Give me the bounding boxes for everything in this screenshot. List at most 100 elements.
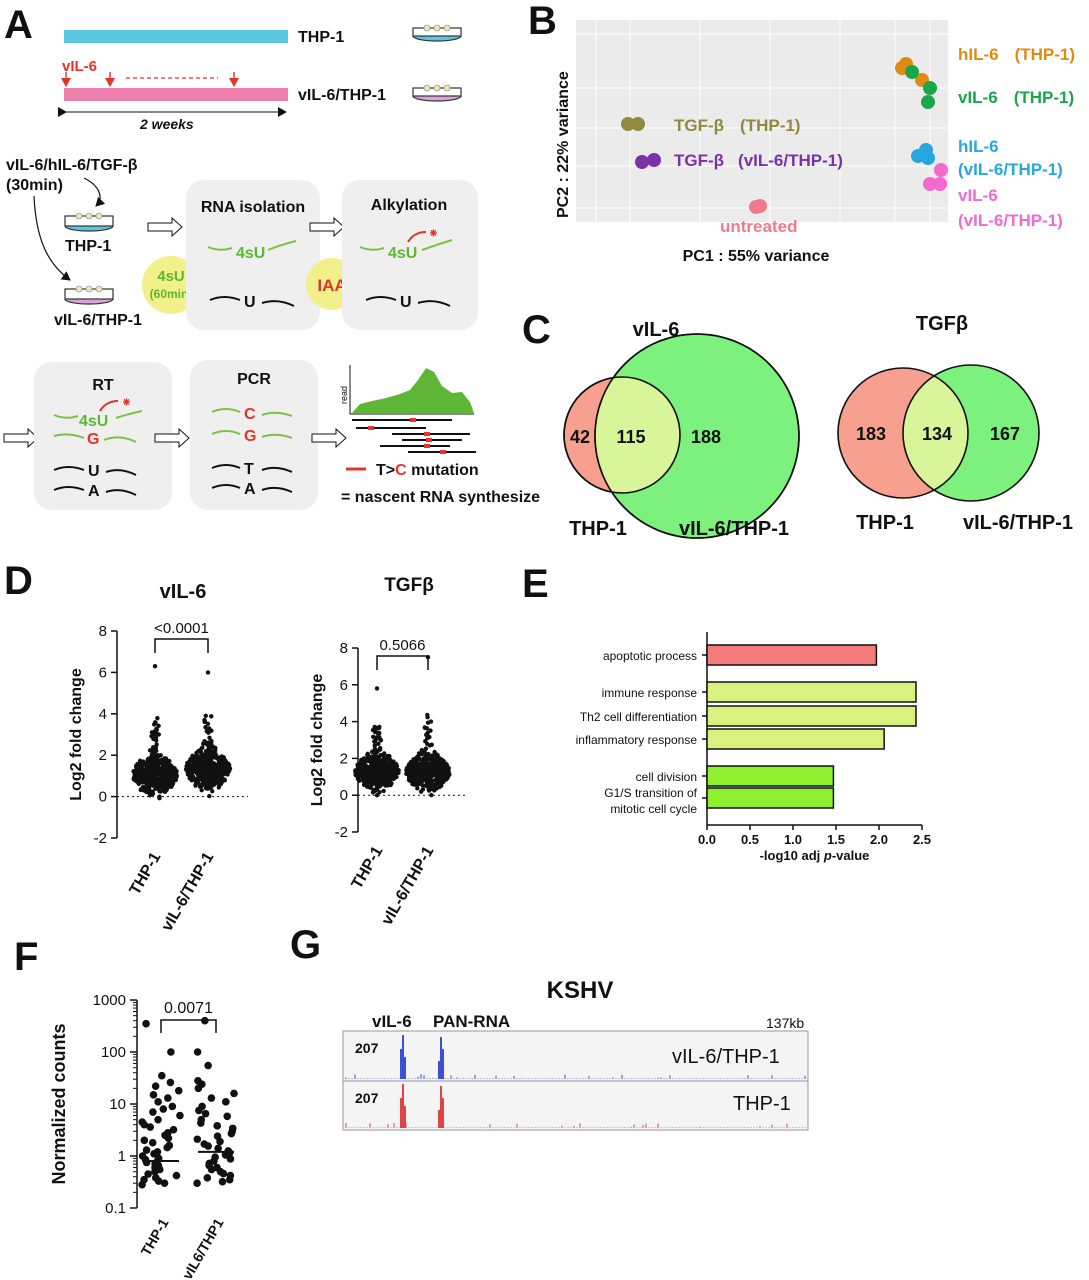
venn-outline xyxy=(837,367,969,499)
data-point xyxy=(137,780,143,785)
data-point xyxy=(164,766,170,771)
data-point xyxy=(225,772,230,777)
data-point xyxy=(163,756,169,761)
data-point xyxy=(422,725,428,731)
panel-label-e: E xyxy=(522,562,549,606)
data-point xyxy=(374,686,380,691)
y-tick-label: -2 xyxy=(94,830,107,847)
mutation-mark xyxy=(426,438,432,442)
vil6-bar-label: vIL-6/THP-1 xyxy=(298,87,386,104)
data-point xyxy=(441,758,446,764)
data-point xyxy=(153,760,158,765)
read-coverage-plot: read xyxy=(339,365,476,454)
dish-thp1-label: THP-1 xyxy=(65,238,111,255)
pca-grid xyxy=(576,20,948,222)
data-point xyxy=(203,724,208,730)
vil6-treat-label: vIL-6 xyxy=(62,58,97,75)
data-point xyxy=(383,776,388,781)
data-point xyxy=(154,726,159,732)
y-tick-label: 6 xyxy=(340,677,348,694)
data-point xyxy=(361,772,367,778)
data-point xyxy=(155,754,160,760)
x-category-label: vIL6/THP1 xyxy=(179,1215,227,1280)
data-point xyxy=(393,765,399,770)
track2-name: THP-1 xyxy=(733,1093,791,1115)
data-point xyxy=(421,757,426,763)
data-point xyxy=(389,781,394,786)
x-tick-label: 0.5 xyxy=(741,832,759,847)
data-point xyxy=(164,1128,172,1137)
rna-strand-black xyxy=(261,300,295,307)
data-point xyxy=(204,781,209,787)
pca-point xyxy=(635,155,649,169)
scale-label: 137kb xyxy=(766,1015,804,1031)
y-tick-label: 1 xyxy=(118,1148,126,1165)
data-point xyxy=(436,766,441,772)
data-point xyxy=(359,757,364,763)
p-value-label: <0.0001 xyxy=(154,620,209,637)
pca-point xyxy=(923,81,937,95)
data-point xyxy=(215,780,220,786)
data-point xyxy=(211,782,217,787)
pca-point xyxy=(631,117,645,131)
data-point xyxy=(151,1174,160,1182)
rna-strand-black xyxy=(53,486,85,491)
venn-right-title: TGFβ xyxy=(916,313,968,335)
data-point xyxy=(376,741,381,747)
pca-point xyxy=(923,177,937,191)
rna-strand-green xyxy=(267,240,297,251)
data-point xyxy=(214,1144,222,1153)
x-axis-label: -log10 adj p-value xyxy=(760,848,870,863)
rt-title: RT xyxy=(92,377,114,394)
data-point xyxy=(355,762,360,767)
pca-point xyxy=(647,153,661,167)
data-point xyxy=(213,1122,222,1130)
data-point xyxy=(415,786,420,791)
rt-u-label: U xyxy=(88,463,100,480)
y-tick-label: 4 xyxy=(340,714,348,731)
data-point xyxy=(198,750,204,755)
data-point xyxy=(380,760,385,765)
data-point xyxy=(358,764,363,770)
data-point xyxy=(154,1098,162,1106)
data-point xyxy=(204,1061,212,1070)
rna-strand-green xyxy=(103,436,137,443)
stimulus-line-1: vIL-6/hIL-6/TGF-β xyxy=(6,157,138,174)
data-point xyxy=(173,772,178,778)
data-point xyxy=(408,778,413,784)
bar-label: cell division xyxy=(636,770,697,784)
data-point xyxy=(161,786,167,792)
data-point xyxy=(385,753,390,759)
y-tick-label: 8 xyxy=(99,623,107,640)
data-point xyxy=(417,757,422,762)
rna-strand-green xyxy=(261,411,293,417)
mutation-mark xyxy=(368,426,374,430)
data-point xyxy=(204,729,210,734)
data-point xyxy=(199,787,204,793)
data-point xyxy=(367,775,372,781)
rt-box xyxy=(34,362,172,510)
data-point xyxy=(209,714,214,719)
data-point xyxy=(194,780,199,786)
data-point xyxy=(431,782,437,787)
data-point xyxy=(380,771,386,777)
nascent-note: = nascent RNA synthesize xyxy=(341,489,540,506)
data-point xyxy=(212,754,217,760)
data-point xyxy=(365,752,370,758)
data-point xyxy=(138,1152,147,1160)
data-point xyxy=(383,783,388,788)
data-point xyxy=(222,1098,230,1106)
significance-bracket xyxy=(154,638,209,653)
significance-bracket xyxy=(376,655,429,670)
4su-label-circle xyxy=(142,256,200,314)
data-point xyxy=(222,777,227,782)
data-point xyxy=(147,748,153,753)
track1-scale: 207 xyxy=(355,1040,379,1056)
data-point xyxy=(416,777,422,782)
bar xyxy=(706,681,917,703)
y-tick-label: 8 xyxy=(340,640,348,657)
data-point xyxy=(157,794,162,799)
label-tgfb-thp1: TGF-β(THP-1) xyxy=(674,116,800,135)
